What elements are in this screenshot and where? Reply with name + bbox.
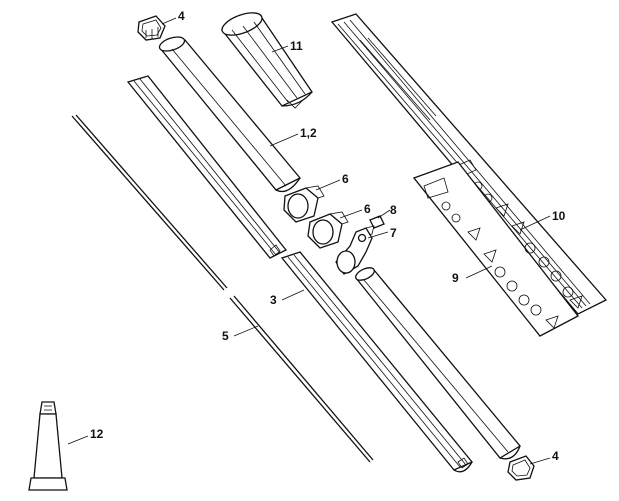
part-1-2-upper-tube xyxy=(158,36,302,193)
callout-6-upper: 6 xyxy=(342,172,349,186)
part-6-clamp-upper xyxy=(283,185,325,223)
part-9-decal-sheet xyxy=(412,161,583,337)
callout-3: 3 xyxy=(270,293,277,307)
callout-1-2: 1,2 xyxy=(300,126,317,140)
callout-5: 5 xyxy=(222,329,229,343)
callout-4-bottom: 4 xyxy=(552,449,559,463)
part-3-drive-shaft-tube xyxy=(126,75,474,473)
part-4-bottom-end-cap xyxy=(507,455,535,481)
part-6-clamp-lower xyxy=(307,211,349,249)
part-7-mounting-bracket xyxy=(335,227,373,275)
callout-9: 9 xyxy=(452,271,459,285)
part-11-handle-grip xyxy=(220,12,313,109)
part-5-flex-shaft-rod xyxy=(71,114,374,463)
callout-10: 10 xyxy=(552,209,566,223)
callout-4-top: 4 xyxy=(178,9,185,23)
callout-11: 11 xyxy=(290,39,303,53)
callout-8: 8 xyxy=(390,203,397,217)
callout-6-lower: 6 xyxy=(364,202,371,216)
part-4-top-end-cap xyxy=(137,15,166,41)
part-lower-tube xyxy=(354,267,521,460)
callout-7: 7 xyxy=(390,226,397,240)
part-12-grease-tube xyxy=(28,401,68,491)
leader-lines xyxy=(67,17,551,465)
callout-12: 12 xyxy=(90,427,104,441)
